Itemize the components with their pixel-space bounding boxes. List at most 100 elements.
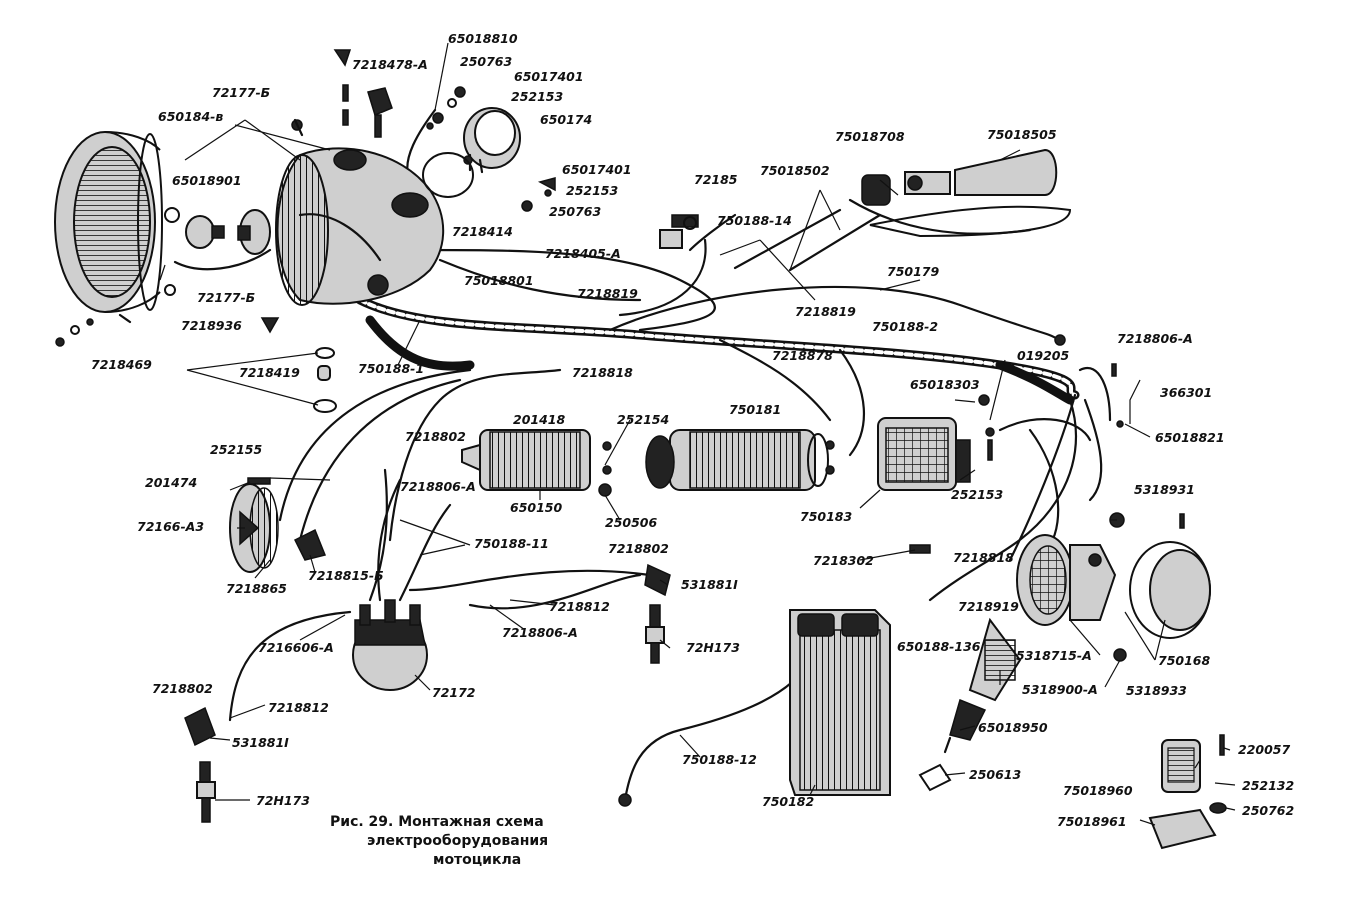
label-201474: 201474 [145, 475, 197, 490]
label-250763-mid: 250763 [549, 204, 601, 219]
speedometer [422, 86, 521, 198]
label-250506: 250506 [605, 515, 657, 530]
label-250762: 250762 [1242, 803, 1294, 818]
label-7218405-a: 7218405-А [545, 246, 621, 261]
label-650184-v: 650184-в [158, 109, 223, 124]
horn [229, 477, 327, 573]
label-750188-14: 750188-14 [717, 213, 792, 228]
label-5318933: 5318933 [1126, 683, 1187, 698]
headlamp-reflector [237, 209, 271, 255]
label-7218802-left: 7218802 [152, 681, 213, 696]
label-7218302: 7218302 [813, 553, 874, 568]
label-750179: 750179 [887, 264, 939, 279]
label-531881-left: 531881І [232, 735, 289, 750]
label-7218818-top: 7218818 [572, 365, 633, 380]
label-750188-1: 750188-1 [358, 361, 424, 376]
ignition-switch-key [333, 49, 393, 138]
label-750188-2: 750188-2 [872, 319, 938, 334]
label-65018950: 65018950 [978, 720, 1048, 735]
label-75018708: 75018708 [835, 129, 905, 144]
headlamp-bulb [185, 215, 225, 249]
label-750181: 750181 [729, 402, 781, 417]
label-7218815-b: 7218815-Б [308, 568, 384, 583]
battery [789, 609, 891, 796]
label-019205: 019205 [1017, 348, 1069, 363]
switch-and-parts-group [521, 177, 699, 249]
label-220057: 220057 [1238, 742, 1290, 757]
label-5318931: 5318931 [1134, 482, 1195, 497]
main-harness [355, 295, 1080, 405]
label-72h173-right: 72Н173 [686, 640, 740, 655]
label-750168: 750168 [1158, 653, 1210, 668]
label-750183: 750183 [800, 509, 852, 524]
label-252153-top: 252153 [511, 89, 563, 104]
leader-lines [159, 42, 1236, 826]
label-7218936: 7218936 [181, 318, 242, 333]
headlamp-housing [275, 147, 445, 306]
label-252154: 252154 [617, 412, 669, 427]
label-65018303: 65018303 [910, 377, 980, 392]
screws-small [55, 118, 337, 413]
spark-plug-caps [184, 563, 671, 823]
label-75018961: 75018961 [1057, 814, 1127, 829]
label-7218419: 7218419 [239, 365, 300, 380]
label-7218865: 7218865 [226, 581, 287, 596]
label-7218414: 7218414 [452, 224, 513, 239]
fuse-box [918, 363, 1227, 850]
label-65018810: 65018810 [448, 31, 518, 46]
label-72172: 72172 [432, 685, 476, 700]
label-7218469: 7218469 [91, 357, 152, 372]
label-7218806-a-mid: 7218806-А [400, 479, 476, 494]
label-201418: 201418 [513, 412, 565, 427]
label-7218812-right: 7218812 [549, 599, 610, 614]
label-252155: 252155 [210, 442, 262, 457]
label-750182: 750182 [762, 794, 814, 809]
label-75018801: 75018801 [464, 273, 534, 288]
label-366301: 366301 [1160, 385, 1212, 400]
terminal-clip [618, 544, 931, 807]
label-252153-bottom: 252153 [951, 487, 1003, 502]
label-7218806-a-bottom: 7218806-А [502, 625, 578, 640]
label-7218806-a-right: 7218806-А [1117, 331, 1193, 346]
label-250763-top: 250763 [460, 54, 512, 69]
figure-caption: Рис. 29. Монтажная схема электрооборудов… [330, 814, 548, 868]
label-650174: 650174 [540, 112, 592, 127]
label-7218812-left: 7218812 [268, 700, 329, 715]
label-75018960: 75018960 [1063, 783, 1133, 798]
stop-switch [943, 617, 1022, 754]
label-65018821: 65018821 [1155, 430, 1225, 445]
caption-line-2: электрооборудования [367, 833, 548, 849]
label-72185: 72185 [694, 172, 738, 187]
label-7218802-top: 7218802 [405, 429, 466, 444]
label-7218818-bottom: 7218818 [953, 550, 1014, 565]
label-65017401-mid: 65017401 [562, 162, 632, 177]
label-650150: 650150 [510, 500, 562, 515]
label-72166-a3: 72166-А3 [137, 519, 204, 534]
caption-line-3: мотоцикла [433, 852, 521, 868]
voltage-regulator [877, 394, 995, 491]
label-72177-b-bottom: 72177-Б [197, 290, 255, 305]
label-252153-mid: 252153 [566, 183, 618, 198]
label-5318900-a: 5318900-А [1022, 682, 1098, 697]
label-65017401-top: 65017401 [514, 69, 584, 84]
label-75018502: 75018502 [760, 163, 830, 178]
speedometer-cable [608, 285, 1066, 346]
tail-lamp [1016, 512, 1211, 662]
label-750188-12: 750188-12 [682, 752, 757, 767]
label-72h173-left: 72Н173 [256, 793, 310, 808]
label-252132: 252132 [1242, 778, 1294, 793]
label-72177-b-top: 72177-Б [212, 85, 270, 100]
ignition-coil [461, 429, 612, 497]
label-7218819-left: 7218819 [577, 286, 638, 301]
part-labels: 65018810 7218478-А 250763 65017401 25215… [91, 31, 1294, 829]
label-7218919: 7218919 [958, 599, 1019, 614]
label-65018901: 65018901 [172, 173, 242, 188]
label-5318715-a: 5318715-А [1016, 648, 1092, 663]
label-650188-136: 650188-136 [897, 639, 981, 654]
generator [645, 429, 835, 491]
wires [173, 108, 1112, 802]
label-7218878: 7218878 [772, 348, 833, 363]
label-7216606-a: 7216606-А [258, 640, 334, 655]
headlamp-rim [54, 131, 180, 324]
